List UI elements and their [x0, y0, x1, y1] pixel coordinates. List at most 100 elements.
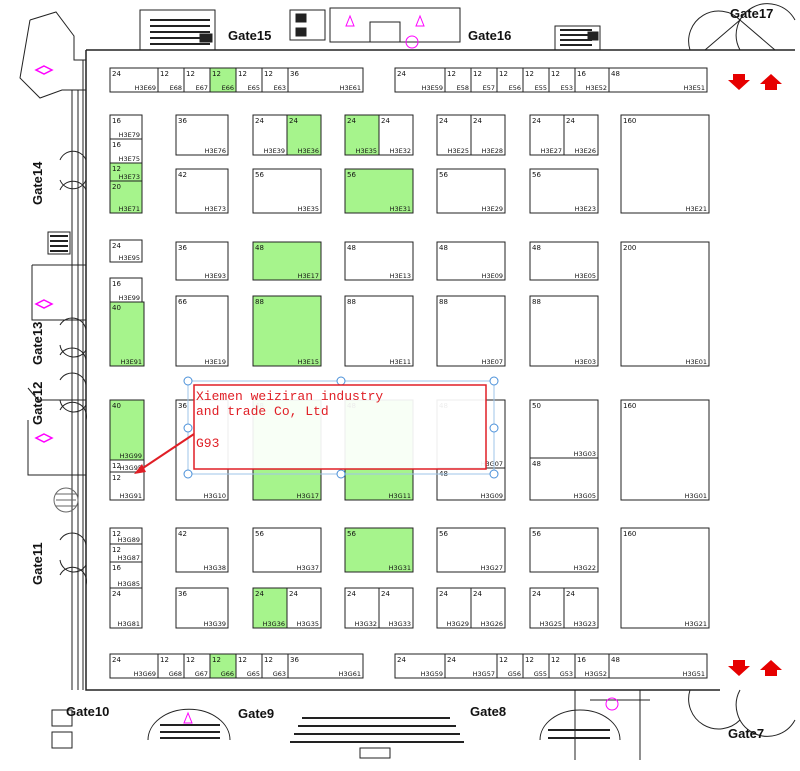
booth-box	[252, 587, 288, 629]
booth-box	[109, 239, 143, 263]
booth-box	[183, 653, 211, 679]
gate14-label: Gate14	[30, 161, 45, 205]
booth-area: 12	[112, 165, 121, 173]
booth-area: 24	[397, 656, 406, 664]
booth-area: 16	[577, 656, 586, 664]
booth-area: 12	[473, 70, 482, 78]
exhibitor-callout[interactable]: Xiemen weiziran industry and trade Co, L…	[134, 376, 499, 479]
booth-number: H3G05	[574, 492, 596, 500]
booth-box	[252, 114, 288, 156]
booth-number: E55	[535, 84, 547, 92]
